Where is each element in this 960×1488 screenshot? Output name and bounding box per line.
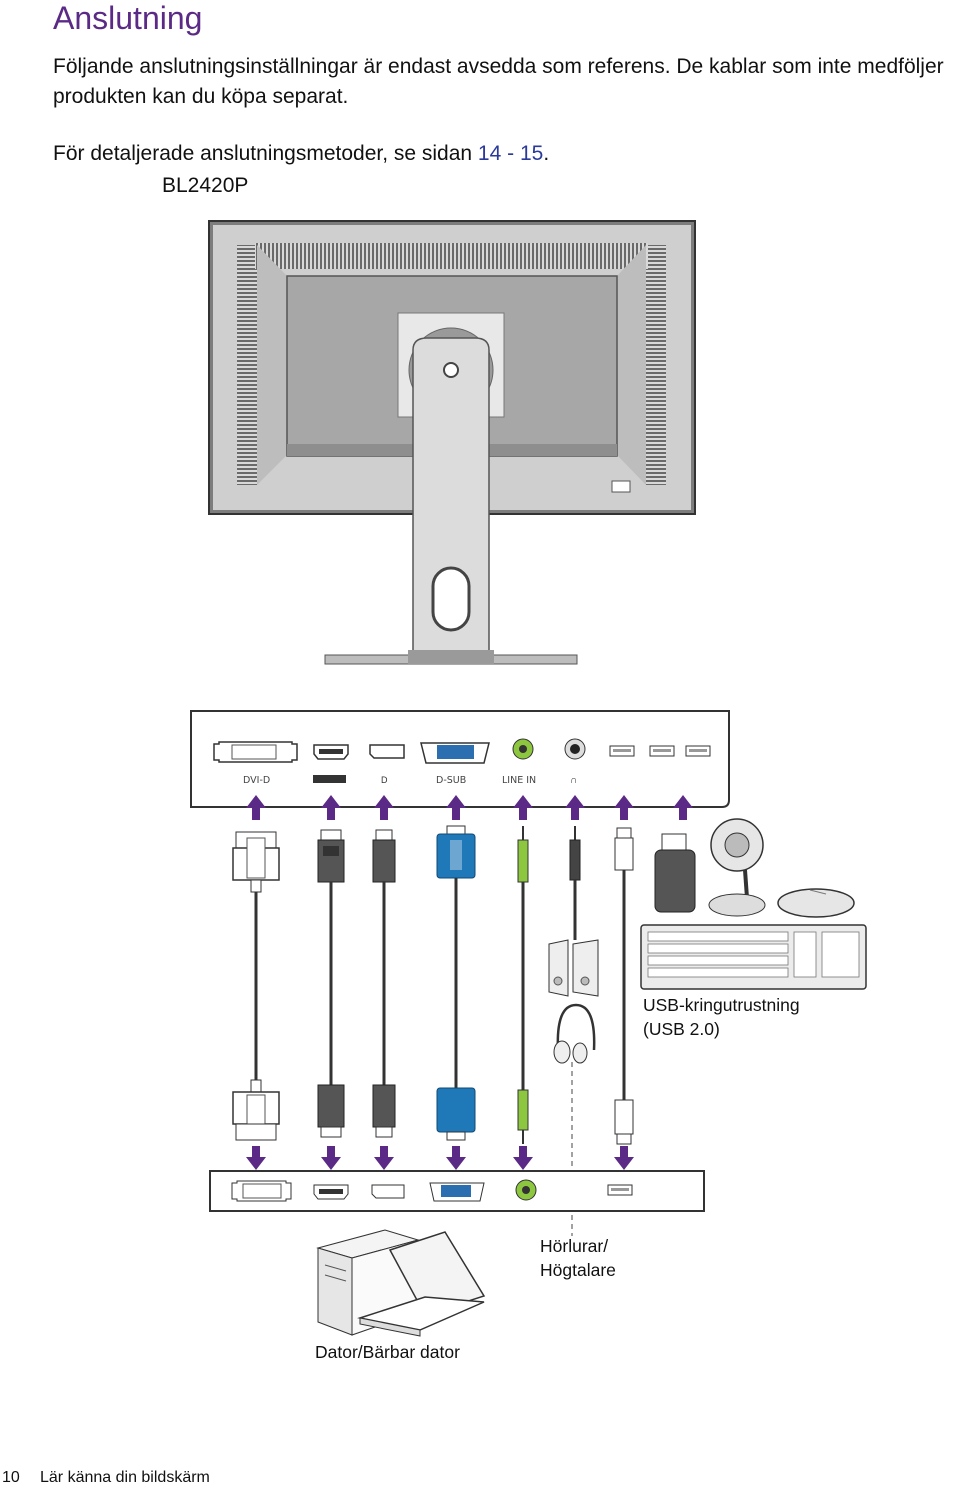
hdmi-cable — [317, 829, 345, 1138]
usb-label-line-2: (USB 2.0) — [643, 1019, 720, 1039]
computer-label: Dator/Bärbar dator — [315, 1342, 460, 1362]
audio-cable — [517, 826, 529, 1144]
audio-devices-label: Hörlurar/ Högtalare — [540, 1234, 616, 1282]
headphone-icon: ∩ — [570, 775, 577, 786]
footer-section-title: Lär känna din bildskärm — [40, 1469, 210, 1486]
audio-label-line-2: Högtalare — [540, 1260, 616, 1280]
headphone-cable — [569, 826, 581, 940]
model-name: BL2420P — [162, 174, 249, 197]
displayport-cable — [372, 829, 396, 1138]
usb-flash-drive — [654, 833, 696, 913]
port-label-line-in: LINE IN — [502, 775, 536, 786]
port-label-dsub: D-SUB — [436, 775, 466, 786]
displayport-icon: D — [381, 775, 388, 785]
reference-suffix: . — [543, 142, 550, 165]
audio-label-line-1: Hörlurar/ — [540, 1236, 609, 1256]
keyboard — [640, 924, 867, 990]
usb-peripherals-label: USB-kringutrustning (USB 2.0) — [643, 993, 800, 1041]
dvi-cable — [232, 831, 280, 1141]
speakers — [548, 939, 599, 997]
headphones — [553, 1003, 596, 1064]
monitor-back — [208, 220, 696, 665]
usb-label-line-1: USB-kringutrustning — [643, 995, 800, 1015]
monitor-port-panel: DVI-D D D-SUB LINE IN ∩ — [190, 710, 730, 808]
arrows-to-computer — [246, 1146, 634, 1170]
intro-line-1: Följande anslutningsinställningar är end… — [53, 55, 944, 78]
vga-cable — [436, 825, 476, 1141]
computer-port-panel — [209, 1170, 705, 1212]
reference-prefix: För detaljerade anslutningsmetoder, se s… — [53, 142, 478, 165]
usb-cable — [614, 827, 634, 1145]
arrows-to-monitor — [246, 795, 693, 820]
intro-paragraph: Följande anslutningsinställningar är end… — [53, 52, 944, 112]
page-number: 10 — [2, 1469, 20, 1486]
webcam — [708, 818, 766, 917]
mouse — [777, 888, 855, 918]
reference-line: För detaljerade anslutningsmetoder, se s… — [53, 139, 549, 169]
intro-line-2: produkten kan du köpa separat. — [53, 85, 349, 108]
hdmi-logo-icon — [313, 775, 346, 783]
laptop — [357, 1231, 486, 1337]
port-label-dvi: DVI-D — [243, 775, 270, 786]
page-heading: Anslutning — [53, 0, 203, 36]
page-reference-link[interactable]: 14 - 15 — [477, 142, 544, 165]
